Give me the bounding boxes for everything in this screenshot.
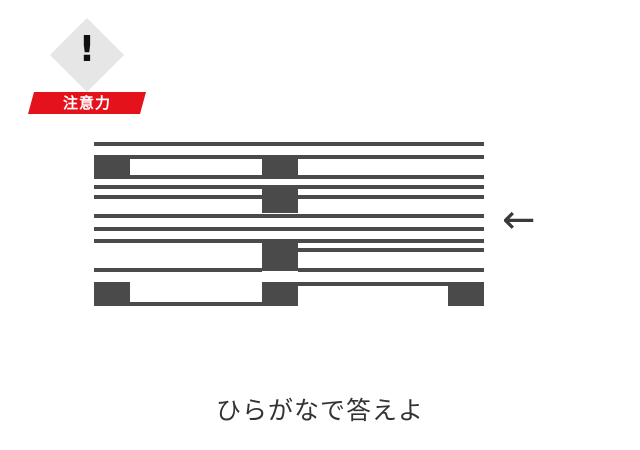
- figure-bar: [298, 268, 484, 272]
- figure-bar: [94, 142, 484, 146]
- left-arrow-icon: ←: [502, 197, 536, 243]
- figure-block: [262, 189, 298, 213]
- figure-bar: [94, 268, 262, 272]
- figure-bar: [94, 227, 484, 231]
- figure-block: [262, 155, 298, 179]
- figure-bar: [94, 195, 262, 199]
- attention-badge: ! 注意力: [28, 18, 146, 118]
- figure-bar: [94, 239, 484, 243]
- figure-bar: [298, 195, 484, 199]
- figure-block: [94, 282, 130, 306]
- figure-bar: [298, 248, 484, 252]
- figure-bar: [94, 185, 484, 189]
- figure-block: [448, 282, 484, 306]
- figure-bar: [94, 214, 484, 218]
- figure-block: [262, 282, 298, 306]
- figure-bar: [298, 175, 484, 179]
- figure-bar: [130, 155, 262, 159]
- figure-block: [94, 155, 130, 179]
- figure-bar: [298, 155, 484, 159]
- warning-diamond-icon: [50, 18, 124, 92]
- question-text: ひらがなで答えよ: [215, 396, 424, 425]
- exclamation-icon: !: [78, 29, 96, 70]
- figure-block: [262, 243, 298, 271]
- figure-bar: [130, 302, 262, 306]
- badge-label: 注意力: [62, 94, 111, 112]
- figure-bar: [298, 282, 448, 286]
- badge-ribbon: [28, 92, 146, 114]
- figure-bar: [130, 175, 262, 179]
